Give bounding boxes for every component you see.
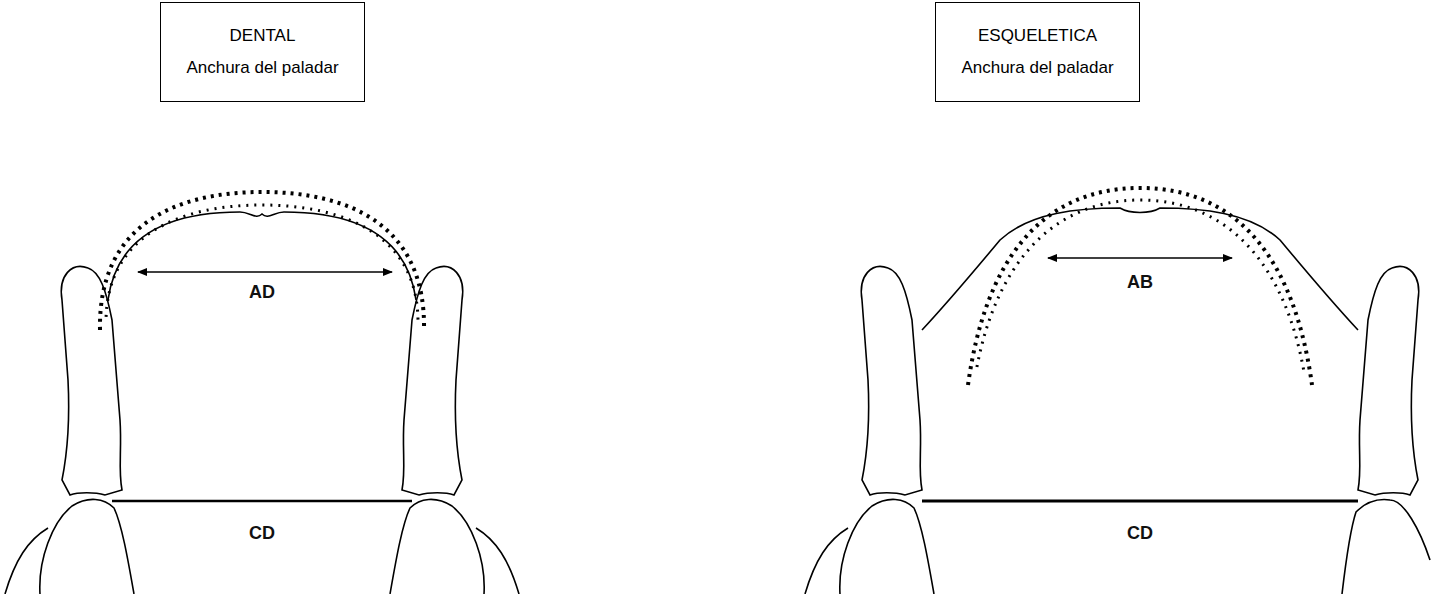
title-box: ESQUELETICA Anchura del paladar <box>935 2 1140 102</box>
box-text: Anchura del paladar <box>186 58 338 78</box>
box-heading: ESQUELETICA <box>978 26 1097 46</box>
box-text: Anchura del paladar <box>961 58 1113 78</box>
measure-label: AB <box>1125 272 1155 293</box>
title-box: DENTAL Anchura del paladar <box>160 2 365 102</box>
measure-label: AD <box>247 282 277 303</box>
measure-label: CD <box>247 523 277 544</box>
measure-label: CD <box>1125 523 1155 544</box>
box-heading: DENTAL <box>230 26 296 46</box>
